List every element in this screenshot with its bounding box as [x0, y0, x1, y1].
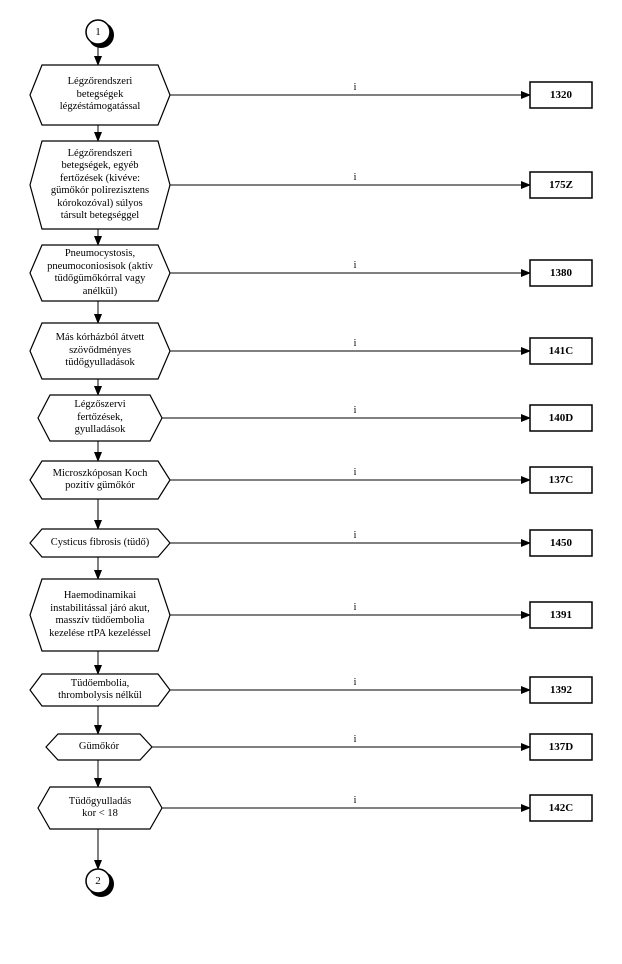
code-box: [529, 794, 593, 822]
connector-bottom: [85, 868, 111, 894]
code-box: [529, 81, 593, 109]
code-box: [529, 259, 593, 287]
decision-node: [37, 394, 163, 442]
edge-marker: i: [353, 602, 357, 613]
code-label: 1450: [550, 537, 572, 549]
decision-node: [29, 578, 171, 652]
decision-node: [29, 673, 171, 707]
node-label: Pneumocystosis, pneumoconiosisok (aktív …: [47, 248, 153, 297]
edge-marker: i: [353, 172, 357, 183]
code-box: [529, 676, 593, 704]
decision-node: [29, 322, 171, 380]
node-label: Légzőrendszeri betegségek légzéstámogatá…: [59, 76, 141, 113]
code-label: 175Z: [549, 179, 573, 191]
code-label: 140D: [548, 412, 574, 424]
edge-marker: i: [353, 734, 357, 745]
code-label: 1380: [550, 267, 572, 279]
decision-node: [29, 460, 171, 500]
edge-marker: i: [353, 260, 357, 271]
code-box: [529, 404, 593, 432]
edge-marker: i: [353, 338, 357, 349]
node-label: Microszkóposan Koch pozitív gümőkór: [52, 467, 148, 492]
node-label: Haemodinamikai instabilitással járó akut…: [49, 590, 151, 639]
decision-node: [37, 786, 163, 830]
connector-top: [85, 19, 111, 45]
edge-marker: i: [353, 677, 357, 688]
code-box: [529, 529, 593, 557]
edge-marker: i: [353, 405, 357, 416]
code-label: 142C: [548, 802, 574, 814]
node-label: Tüdőgyulladás kor < 18: [68, 795, 132, 820]
code-label: 137D: [548, 741, 574, 753]
connector-bottom-label: 2: [95, 875, 101, 887]
code-box: [529, 171, 593, 199]
code-label: 141C: [548, 345, 574, 357]
decision-node: [29, 64, 171, 126]
code-box: [529, 733, 593, 761]
code-box: [529, 337, 593, 365]
connector-top-label: 1: [95, 26, 101, 38]
code-box: [529, 466, 593, 494]
node-label: Gümőkór: [78, 740, 120, 752]
code-box: [529, 601, 593, 629]
code-label: 1391: [550, 609, 572, 621]
node-label: Cysticus fibrosis (tüdő): [50, 536, 150, 548]
edge-marker: i: [353, 82, 357, 93]
code-label: 137C: [548, 474, 574, 486]
node-label: Más kórházból átvett szövődményes tüdőgy…: [55, 332, 145, 369]
decision-node: [45, 733, 153, 761]
edge-marker: i: [353, 467, 357, 478]
node-label: Tüdőembolia, thrombolysis nélkül: [58, 677, 142, 702]
edge-marker: i: [353, 795, 357, 806]
decision-node: [29, 140, 171, 230]
edge-marker: i: [353, 530, 357, 541]
code-label: 1320: [550, 89, 572, 101]
decision-node: [29, 528, 171, 558]
decision-node: [29, 244, 171, 302]
node-label: Légzőszervi fertőzések, gyulladások: [74, 399, 126, 436]
code-label: 1392: [550, 684, 572, 696]
node-label: Légzőrendszeri betegségek, egyéb fertőzé…: [50, 147, 150, 222]
